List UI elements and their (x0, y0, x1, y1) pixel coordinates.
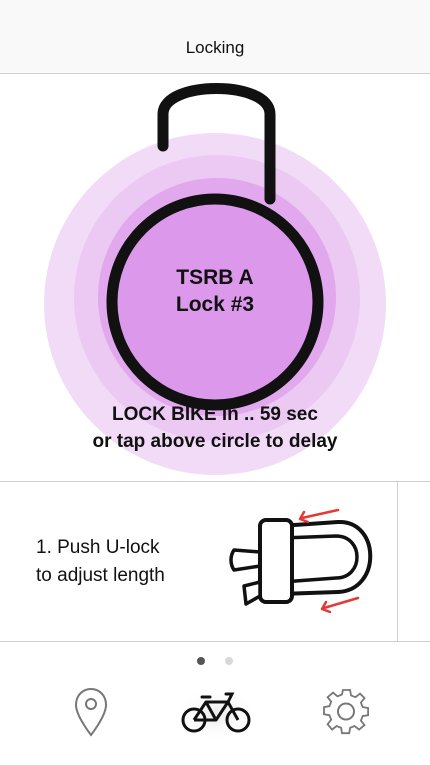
map-pin-icon[interactable] (66, 682, 116, 742)
instruction-card[interactable]: 1. Push U-lock to adjust length (0, 482, 398, 642)
page-title: Locking (185, 38, 245, 57)
instruction-line2: to adjust length (36, 565, 165, 586)
delay-hint-text: or tap above circle to delay (92, 431, 338, 452)
navigation-bar: Locking (0, 0, 430, 74)
instruction-line1: 1. Push U-lock (36, 537, 160, 558)
countdown-text: LOCK BIKE in .. 59 sec (112, 404, 318, 425)
u-lock-illustration (229, 508, 373, 614)
lock-name-line1: TSRB A (176, 266, 254, 289)
page-dot-active[interactable] (196, 657, 205, 665)
instruction-text: 1. Push U-lock to adjust length (36, 534, 165, 590)
tab-bar (0, 672, 430, 765)
divider (0, 641, 430, 642)
bicycle-icon[interactable] (176, 682, 256, 742)
gear-icon[interactable] (318, 682, 374, 742)
lock-area[interactable]: TSRB A Lock #3 LOCK BIKE in .. 59 sec or… (0, 74, 430, 482)
page-dot[interactable] (225, 657, 234, 665)
page-indicator (0, 652, 430, 670)
padlock-icon[interactable] (0, 74, 430, 482)
lock-name-line2: Lock #3 (175, 293, 255, 316)
